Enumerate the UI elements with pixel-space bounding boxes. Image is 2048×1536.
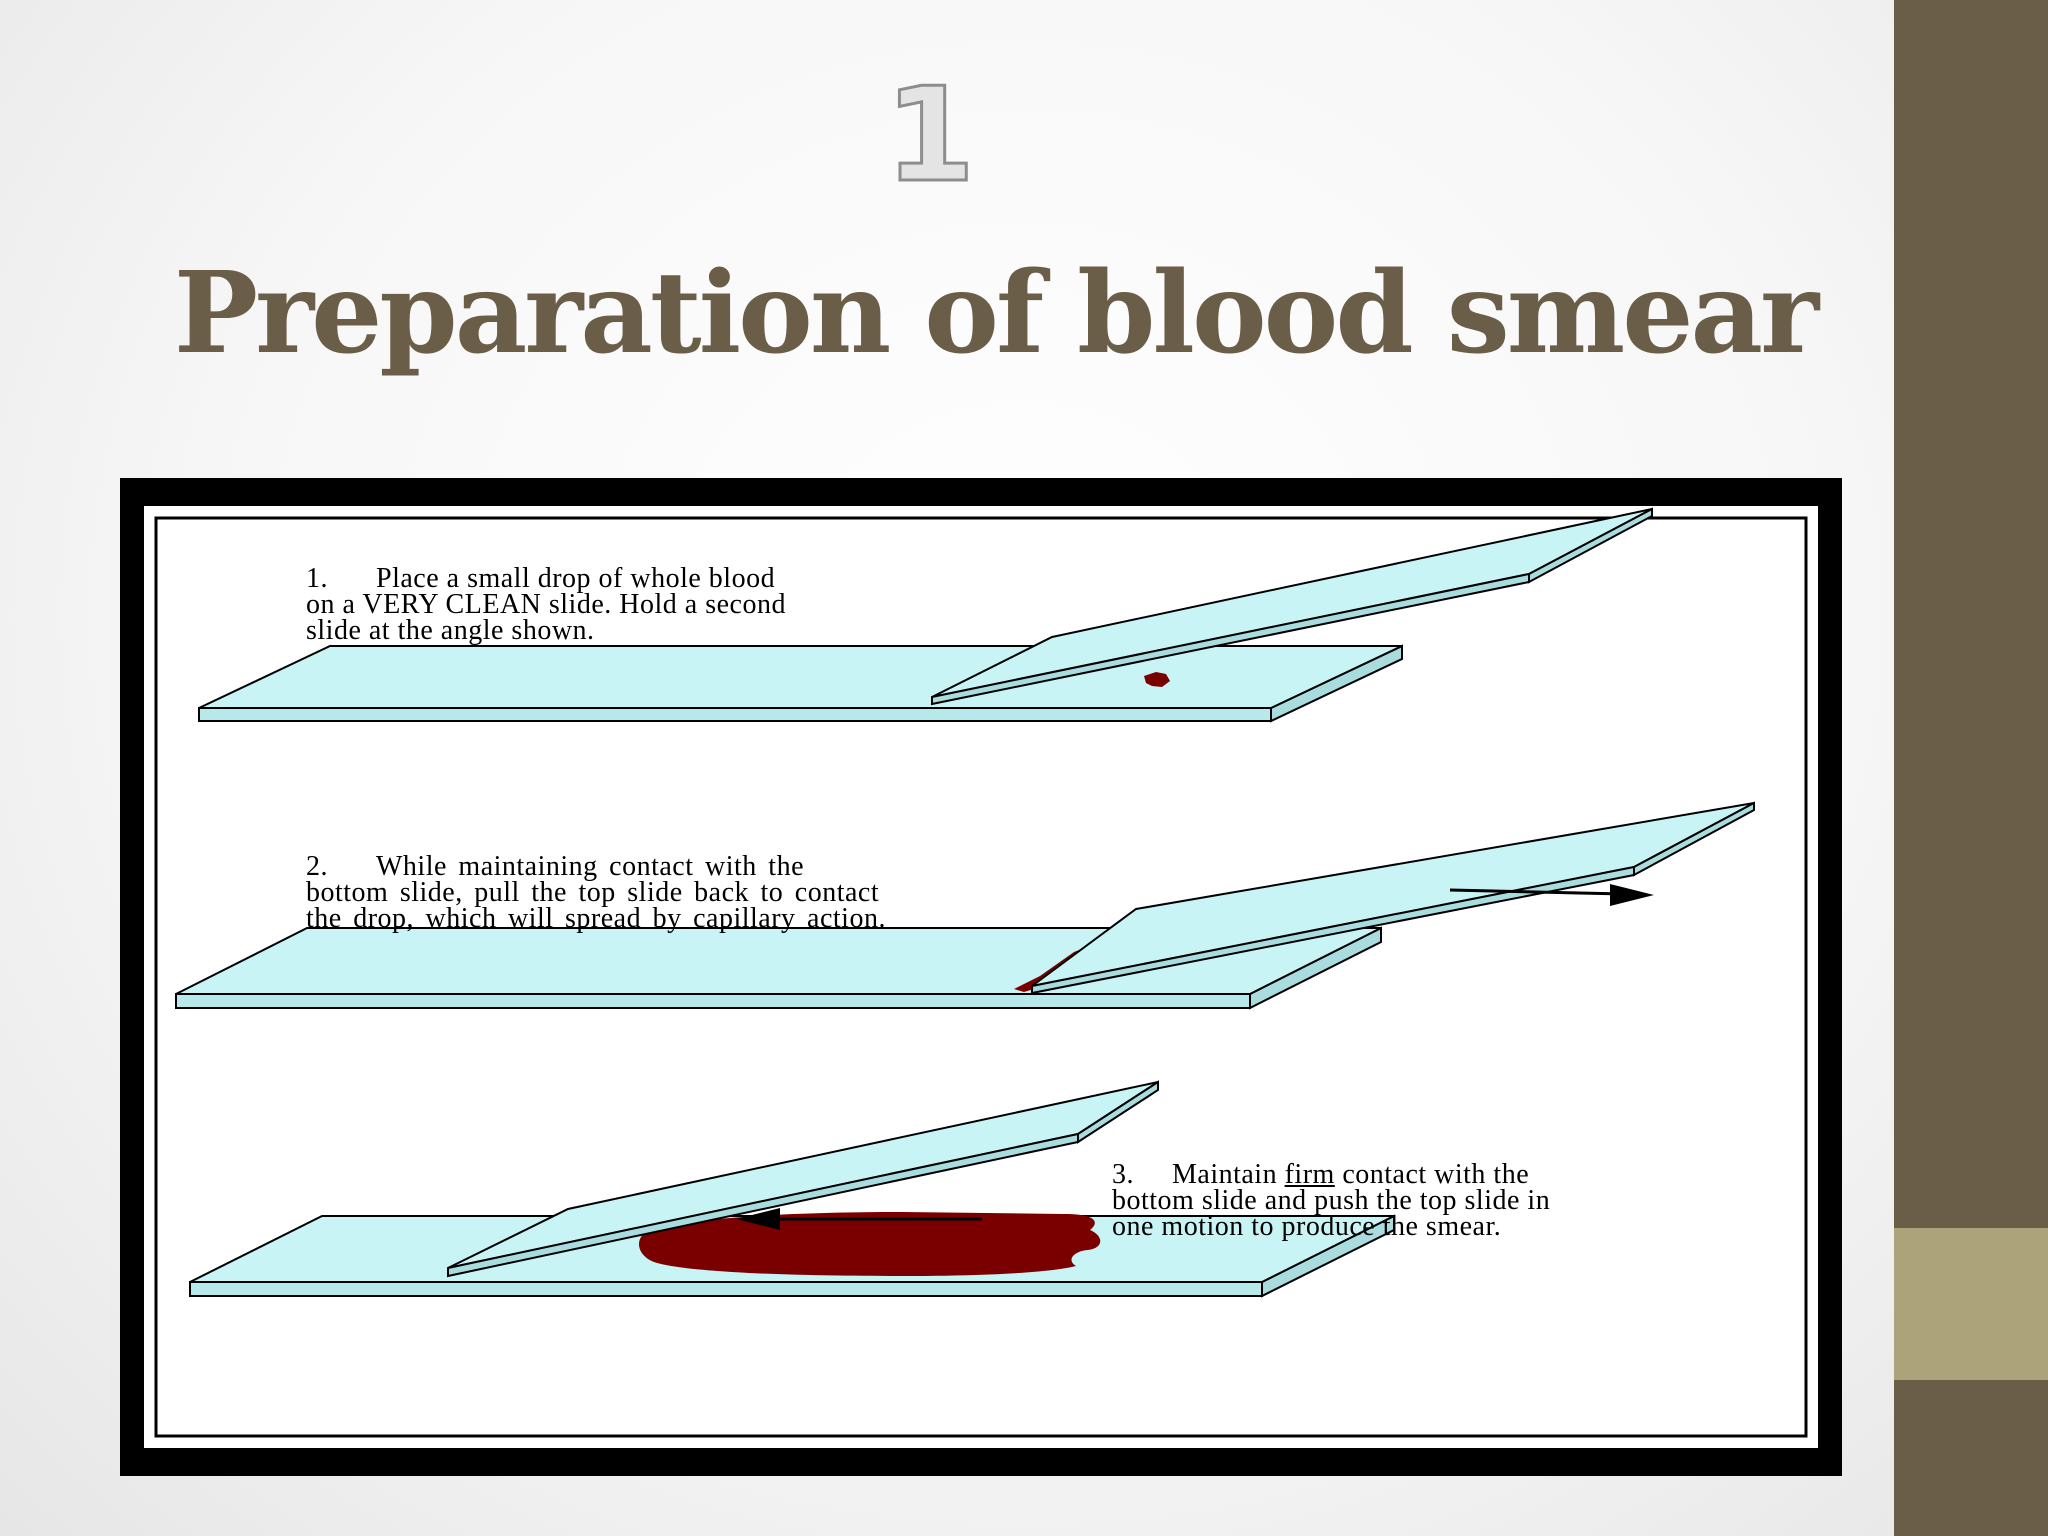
step3-line1-post: contact with the xyxy=(1334,1159,1530,1190)
step1-bottom-slide-front xyxy=(198,707,1272,722)
inner-border xyxy=(154,516,1808,1438)
step3-bottom-slide-front xyxy=(189,1281,1263,1297)
step3-line1-emphasis: firm xyxy=(1284,1159,1335,1190)
step1-bottom-slide-top xyxy=(198,645,1403,709)
step2-arrow-line xyxy=(1449,888,1625,896)
decorative-side-accent xyxy=(1894,1228,2048,1380)
step1-illustration xyxy=(198,507,1653,723)
figure-frame: 1. Place a small drop of whole blood on a… xyxy=(120,478,1842,1476)
step1-blood-drop xyxy=(1144,672,1170,687)
step2-text: 2. While maintaining contact with the bot… xyxy=(306,851,886,934)
step3-spreader-end xyxy=(1077,1080,1159,1144)
step2-bottom-slide-front xyxy=(175,993,1251,1009)
step2-spreader-end xyxy=(1633,801,1755,877)
step2-line1: While maintaining contact with the xyxy=(376,851,804,882)
step3-arrow-left-icon xyxy=(736,1208,780,1230)
step1-number: 1. xyxy=(306,563,328,594)
step3-illustration xyxy=(189,1080,1395,1298)
step3-text: 3. Maintain firm contact with the bottom … xyxy=(1112,1159,1551,1242)
step2-number: 2. xyxy=(306,851,328,882)
slide-title: Preparation of blood smear xyxy=(173,248,1819,379)
step1-line2: on a VERY CLEAN slide. Hold a second xyxy=(306,589,786,620)
blood-smear-diagram xyxy=(154,507,1808,1438)
figure-panel: 1. Place a small drop of whole blood on a… xyxy=(144,506,1818,1448)
step3-number: 3. xyxy=(1112,1159,1134,1190)
step3-line1-pre: Maintain xyxy=(1172,1159,1285,1190)
step2-arrow-right-icon xyxy=(1610,884,1654,906)
step1-spreader-end xyxy=(1528,507,1653,584)
step3-blood-smear xyxy=(639,1212,1101,1276)
step2-line2: bottom slide, pull the top slide back to… xyxy=(306,877,880,908)
step3-line3: one motion to produce the smear. xyxy=(1112,1211,1502,1242)
step2-illustration xyxy=(175,801,1755,1010)
step3-line2: bottom slide and push the top slide in xyxy=(1112,1185,1551,1216)
step2-line3: the drop, which will spread by capillary… xyxy=(306,903,886,934)
slide-number: 1 xyxy=(883,59,976,211)
step1-text: 1. Place a small drop of whole blood on a… xyxy=(306,563,786,646)
step1-line3: slide at the angle shown. xyxy=(306,615,595,646)
step1-line1: Place a small drop of whole blood xyxy=(376,563,776,594)
